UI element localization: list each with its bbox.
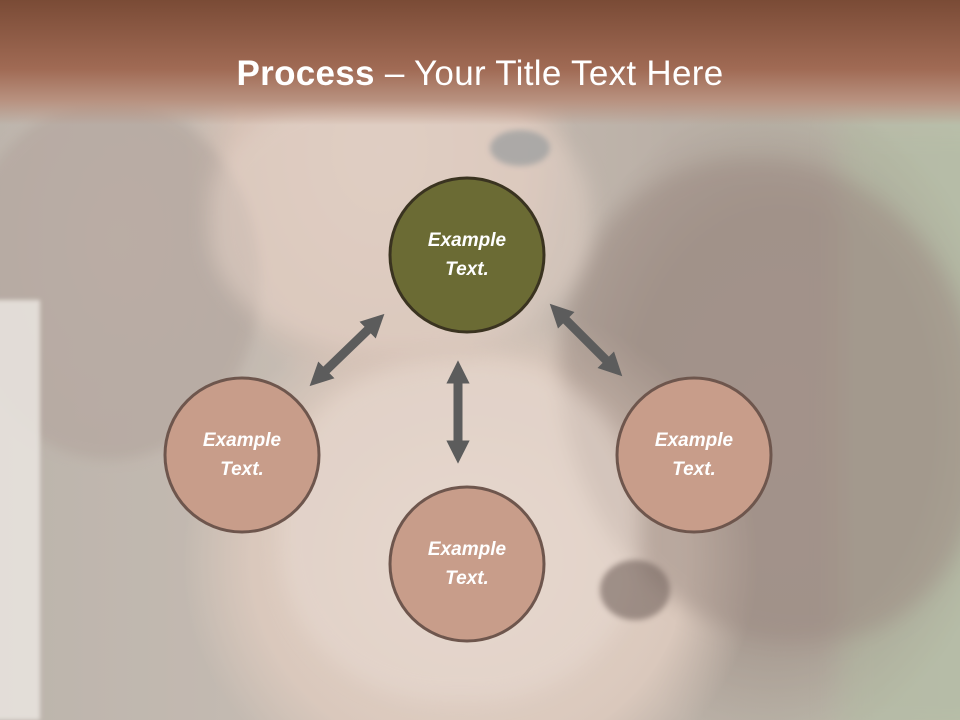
node-top-line1: Example [427,230,507,251]
node-bottom-label: Example Text. [392,535,542,593]
photo-shirt-left [0,300,40,720]
slide-title-bold: Process [236,54,375,93]
node-left-line2: Text. [220,459,264,480]
node-top-label: Example Text. [392,226,542,284]
node-left-line1: Example [202,430,282,451]
node-bottom-circle [388,485,546,643]
slide-title: Process – Your Title Text Here [0,52,960,96]
node-left-circle [163,376,321,534]
double-arrow-left [309,313,385,387]
node-top-circle [388,176,546,334]
slide-title-rest: – Your Title Text Here [374,54,724,93]
node-top-line2: Text. [445,259,489,280]
node-right-label: Example Text. [619,426,769,484]
node-right-circle [615,376,773,534]
double-arrow-right [549,303,623,377]
node-right-line1: Example [654,430,734,451]
node-bottom-line1: Example [427,539,507,560]
node-right-line2: Text. [672,459,716,480]
photo-eye-bottom [600,560,670,620]
photo-eye-top [490,130,550,166]
node-bottom-line2: Text. [445,568,489,589]
title-bar [0,0,960,125]
node-left-label: Example Text. [167,426,317,484]
